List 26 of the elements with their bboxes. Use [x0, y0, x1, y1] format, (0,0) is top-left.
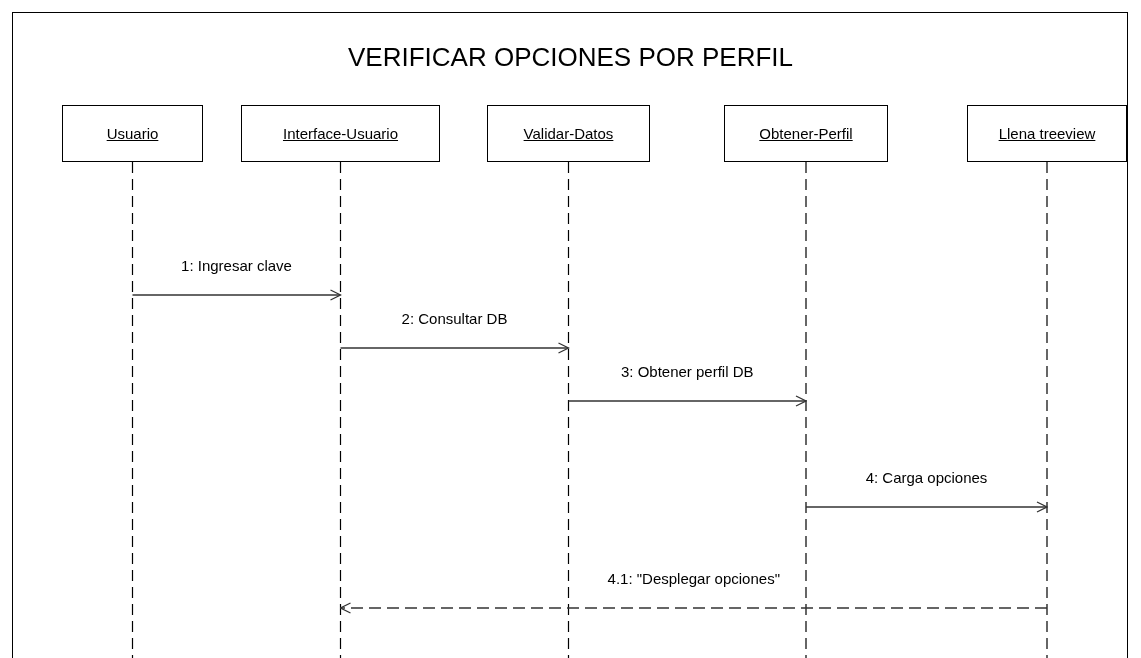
lifeline	[339, 161, 342, 658]
object-name: Interface-Usuario	[282, 125, 399, 142]
lifeline	[805, 161, 807, 658]
lifeline	[131, 161, 134, 658]
object-name: Obtener-Perfil	[759, 125, 853, 142]
object-box	[487, 105, 650, 162]
message-label: 2: Consultar DB	[400, 310, 509, 327]
message-label: 1: Ingresar clave	[180, 257, 293, 274]
message-arrow	[339, 342, 570, 354]
diagram-title: VERIFICAR OPCIONES POR PERFIL	[347, 42, 794, 73]
object-box	[62, 105, 203, 162]
object-name: Llena treeview	[998, 125, 1096, 142]
lifeline	[567, 161, 570, 658]
message-arrow	[339, 602, 1048, 614]
object-box	[967, 105, 1127, 162]
lifeline	[1046, 161, 1048, 658]
object-name: Usuario	[106, 125, 159, 142]
message-arrow	[567, 395, 807, 407]
object-box	[724, 105, 888, 162]
message-arrow	[131, 289, 342, 301]
message-label: 4: Carga opciones	[864, 469, 989, 486]
message-arrow	[805, 501, 1048, 513]
object-box	[241, 105, 440, 162]
message-label: 3: Obtener perfil DB	[619, 363, 755, 380]
message-label: 4.1: "Desplegar opciones"	[606, 570, 781, 587]
object-name: Validar-Datos	[523, 125, 614, 142]
